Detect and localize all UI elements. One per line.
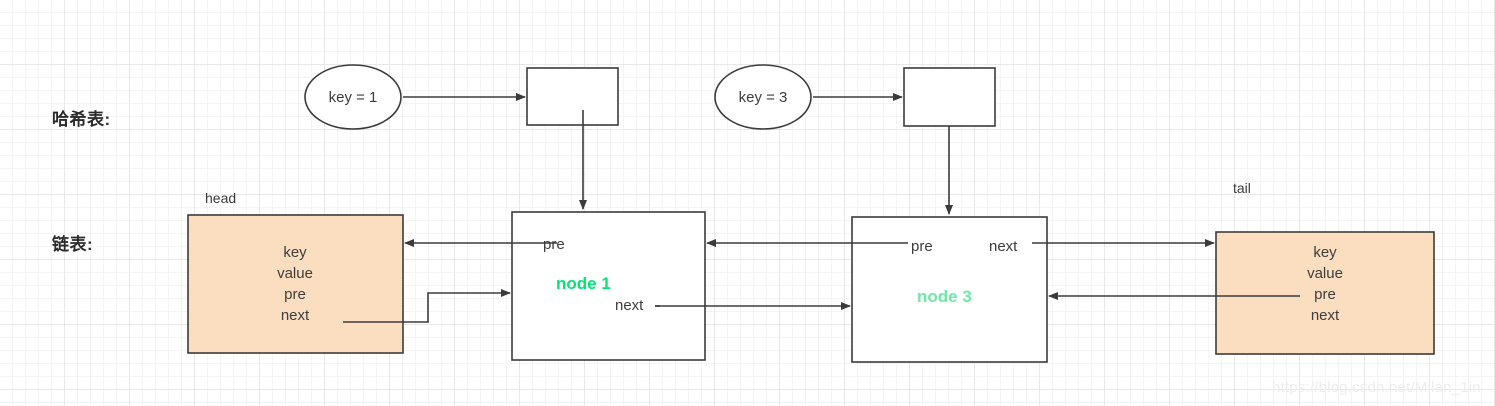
head-node-box xyxy=(187,214,404,354)
hash-key-1-ellipse xyxy=(304,64,402,130)
node-1-name: node 1 xyxy=(556,274,611,293)
tail-field-value: value xyxy=(1307,265,1343,282)
tail-field-pre: pre xyxy=(1312,284,1338,305)
hash-key-3-label: key = 3 xyxy=(738,89,788,106)
hash-key-3-ellipse xyxy=(714,64,812,130)
node-3-name: node 3 xyxy=(917,287,972,306)
head-field-pre: pre xyxy=(284,286,306,303)
head-field-next: next xyxy=(280,307,310,324)
tail-node-fields: key value pre next xyxy=(1275,242,1375,326)
link-head-next-to-node1 xyxy=(343,289,511,323)
head-field-value: value xyxy=(277,265,313,282)
row-label-linked-list: 链表: xyxy=(52,235,94,254)
node-3-next-label: next xyxy=(986,238,1021,255)
watermark-url: https://blog.csdn.net/Milan_1in xyxy=(1272,379,1481,396)
node-1-box xyxy=(511,211,706,361)
node-1-next-label: next xyxy=(612,297,647,314)
head-caption: head xyxy=(205,190,237,206)
node-3-pre-label: pre xyxy=(908,238,936,255)
head-node-fields: key value pre next xyxy=(245,242,345,326)
tail-field-key: key xyxy=(1313,244,1337,261)
node-1-pre-label: pre xyxy=(543,236,565,253)
hash-key-1-label: key = 1 xyxy=(328,89,378,106)
head-field-key: key xyxy=(283,244,307,261)
hash-bucket-3-box xyxy=(903,67,996,127)
tail-caption: tail xyxy=(1233,180,1251,196)
tail-field-next: next xyxy=(1310,307,1340,324)
hash-bucket-1-box xyxy=(526,67,619,126)
row-label-hash-table: 哈希表: xyxy=(52,110,111,129)
